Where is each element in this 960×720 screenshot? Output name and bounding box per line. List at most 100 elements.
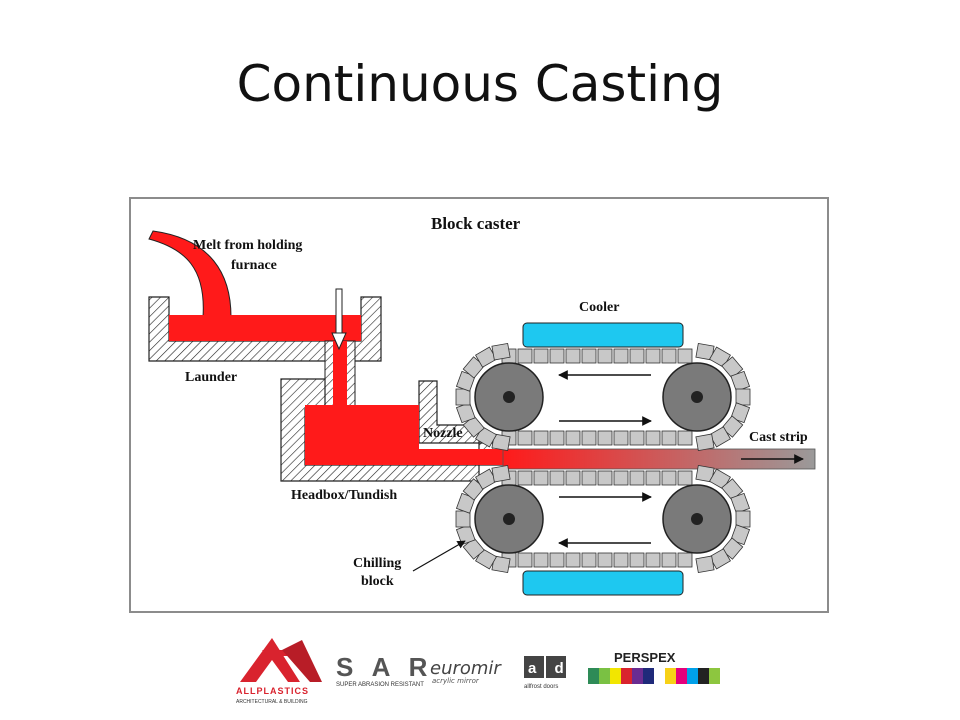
lower-block	[613, 552, 629, 568]
upper-block	[645, 430, 661, 446]
upper-block	[517, 348, 533, 364]
upper-block	[565, 430, 581, 446]
perspex-color-swatch	[621, 668, 632, 684]
lower-block	[549, 552, 565, 568]
sar-name: S A R	[336, 652, 433, 682]
lower-block	[661, 552, 677, 568]
lower-block	[677, 470, 693, 486]
upper-block	[533, 348, 549, 364]
cast-strip-label: Cast strip	[749, 430, 808, 445]
lower-chilling-blocks	[455, 464, 751, 574]
upper-block	[549, 430, 565, 446]
sponsor-logos: ALLPLASTICS ARCHITECTURAL & BUILDING S A…	[236, 638, 720, 705]
upper-block	[491, 342, 511, 361]
lower-block	[645, 552, 661, 568]
cooler-label: Cooler	[579, 300, 619, 315]
roll-upper-left	[474, 362, 544, 432]
chilling-label-line2: block	[361, 574, 394, 589]
euromir-logo: euromir acrylic mirror	[430, 658, 502, 685]
upper-block	[661, 348, 677, 364]
perspex-logo: PERSPEX	[588, 650, 720, 684]
roll-upper-right	[662, 362, 732, 432]
lower-block	[613, 470, 629, 486]
upper-block	[695, 433, 715, 452]
lower-block	[677, 552, 693, 568]
launder-melt	[169, 315, 361, 341]
nozzle-label: Nozzle	[423, 426, 463, 441]
upper-block	[517, 430, 533, 446]
launder-label: Launder	[185, 370, 237, 385]
upper-block	[581, 430, 597, 446]
lower-block	[735, 510, 751, 528]
diagram-title: Block caster	[431, 214, 521, 233]
diagram-canvas: Block caster	[148, 214, 816, 596]
upper-block	[455, 388, 471, 406]
lower-block	[565, 470, 581, 486]
upper-block	[629, 348, 645, 364]
stopper-tip	[331, 332, 347, 351]
perspex-color-swatch	[676, 668, 687, 684]
block-caster-diagram: Block caster	[129, 197, 829, 613]
feed-pipe-melt	[333, 341, 347, 411]
lower-block	[597, 552, 613, 568]
melt-label-line1: Melt from holding	[193, 238, 302, 253]
upper-block	[533, 430, 549, 446]
perspex-color-swatch	[599, 668, 610, 684]
ad-name: a d	[528, 660, 571, 677]
sar-logo: S A R SUPER ABRASION RESISTANT	[336, 652, 433, 688]
upper-block	[677, 348, 693, 364]
upper-block	[613, 348, 629, 364]
chilling-pointer	[412, 540, 466, 572]
cast-strip	[502, 448, 816, 470]
lower-block	[517, 552, 533, 568]
upper-block	[565, 348, 581, 364]
lower-block	[581, 552, 597, 568]
allplastics-logo: ALLPLASTICS ARCHITECTURAL & BUILDING	[236, 638, 322, 705]
upper-block	[581, 348, 597, 364]
lower-cooler	[522, 570, 684, 596]
ad-sub: allfrost doors	[524, 684, 558, 690]
launder-trough	[148, 296, 382, 362]
upper-block	[735, 388, 751, 406]
lower-block	[549, 470, 565, 486]
lower-block	[629, 552, 645, 568]
lower-block	[455, 510, 471, 528]
lower-block	[645, 470, 661, 486]
lower-block	[661, 470, 677, 486]
perspex-name: PERSPEX	[614, 650, 676, 665]
upper-cooler	[522, 322, 684, 348]
upper-block	[629, 430, 645, 446]
slide-title: Continuous Casting	[236, 55, 724, 113]
lower-block	[629, 470, 645, 486]
lower-block	[581, 470, 597, 486]
upper-block	[613, 430, 629, 446]
allplastics-sub: ARCHITECTURAL & BUILDING	[236, 699, 308, 705]
perspex-color-bar	[588, 668, 720, 684]
perspex-color-swatch	[610, 668, 621, 684]
perspex-color-swatch	[698, 668, 709, 684]
nozzle-melt	[419, 449, 503, 465]
lower-block	[533, 470, 549, 486]
roll-lower-right	[662, 484, 732, 554]
upper-block	[597, 430, 613, 446]
ad-logo: a d allfrost doors	[524, 656, 571, 690]
perspex-color-swatch	[654, 668, 665, 684]
headbox-label: Headbox/Tundish	[291, 488, 397, 503]
stopper-rod	[335, 288, 343, 336]
sar-sub: SUPER ABRASION RESISTANT	[336, 682, 424, 688]
perspex-color-swatch	[643, 668, 654, 684]
upper-block	[549, 348, 565, 364]
perspex-color-swatch	[588, 668, 599, 684]
lower-block	[533, 552, 549, 568]
upper-block	[677, 430, 693, 446]
perspex-color-swatch	[687, 668, 698, 684]
lower-block	[565, 552, 581, 568]
lower-block	[517, 470, 533, 486]
chilling-label-line1: Chilling	[353, 556, 401, 571]
upper-block	[661, 430, 677, 446]
perspex-color-swatch	[632, 668, 643, 684]
tundish-melt	[305, 405, 419, 465]
upper-block	[597, 348, 613, 364]
melt-label-line2: furnace	[231, 258, 277, 273]
perspex-color-swatch	[709, 668, 720, 684]
